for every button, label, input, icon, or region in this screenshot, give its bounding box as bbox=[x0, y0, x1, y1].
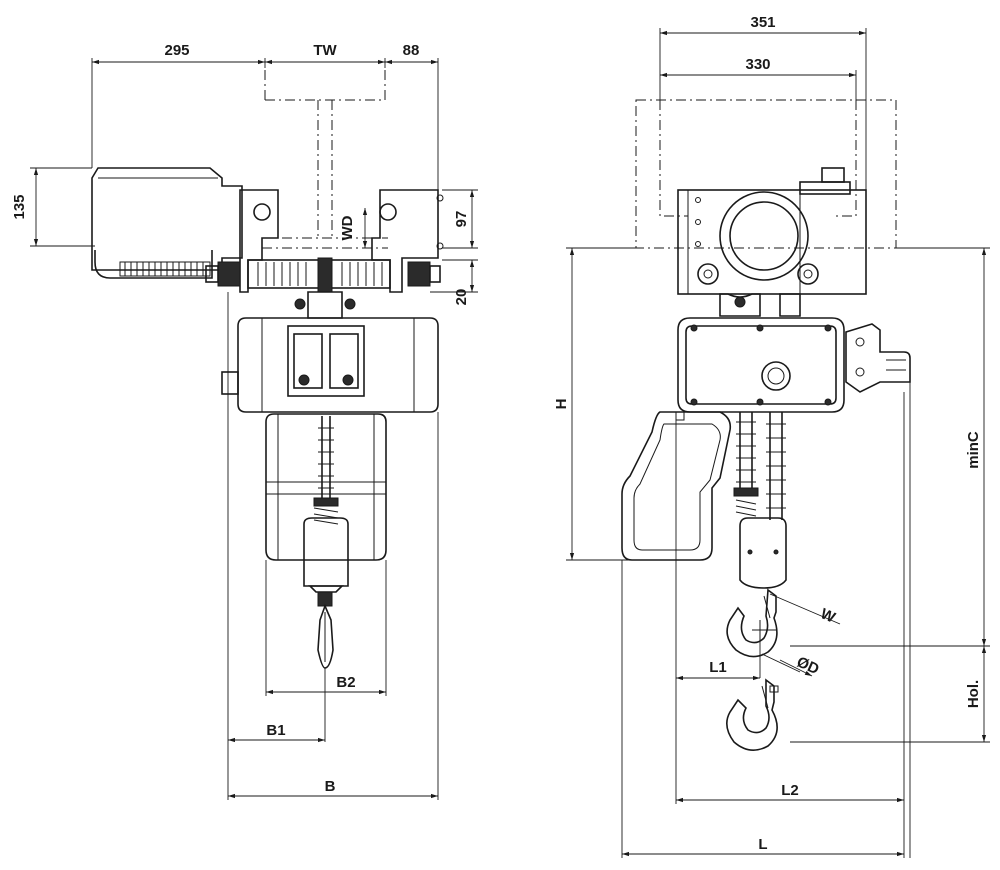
trolley-right-plate bbox=[371, 189, 444, 293]
hook-upper bbox=[726, 588, 778, 658]
dim-351-label: 351 bbox=[750, 14, 775, 31]
hook-lower bbox=[726, 678, 779, 751]
bottom-block-front bbox=[303, 517, 349, 669]
electrical-connector bbox=[845, 323, 911, 393]
load-chain-front bbox=[313, 416, 339, 525]
side-view: 351 330 H minC Hol. W ØD L1 L2 L bbox=[553, 14, 990, 858]
dim-20-label: 20 bbox=[453, 289, 470, 306]
dim-tw-label: TW bbox=[313, 42, 337, 59]
dim-l1-label: L1 bbox=[709, 659, 727, 676]
dim-w-label: W bbox=[818, 605, 839, 627]
hoist-body-front bbox=[221, 317, 439, 413]
dim-330-label: 330 bbox=[745, 56, 770, 73]
front-ibeam bbox=[262, 68, 388, 249]
dim-hol-label: Hol. bbox=[965, 680, 982, 708]
side-beam bbox=[635, 99, 897, 249]
dim-l2-label: L2 bbox=[781, 782, 799, 799]
chain-container-front bbox=[265, 413, 387, 561]
trolley-motor bbox=[91, 167, 243, 279]
dim-295-label: 295 bbox=[164, 42, 189, 59]
hoist-body-side bbox=[677, 317, 845, 413]
dim-minc-label: minC bbox=[965, 431, 982, 469]
dim-135-label: 135 bbox=[11, 194, 28, 219]
dim-b1-label: B1 bbox=[266, 722, 285, 739]
dim-97-label: 97 bbox=[453, 211, 470, 228]
front-view: 295 TW 88 135 WD 97 20 B B1 B2 bbox=[11, 42, 478, 800]
load-chain-side bbox=[733, 412, 786, 520]
side-dimension-lines bbox=[566, 28, 990, 858]
dim-wd-label: WD bbox=[339, 215, 356, 240]
dim-88-label: 88 bbox=[403, 42, 420, 59]
dim-h-label: H bbox=[553, 399, 570, 410]
dim-od-label: ØD bbox=[794, 654, 822, 679]
side-trolley bbox=[677, 167, 867, 317]
trolley-crossbar bbox=[247, 257, 391, 319]
bottom-block-side bbox=[739, 517, 787, 589]
front-dimension-lines bbox=[30, 58, 478, 800]
dim-b-label: B bbox=[325, 778, 336, 795]
dim-b2-label: B2 bbox=[336, 674, 355, 691]
dim-l-label: L bbox=[758, 836, 767, 853]
